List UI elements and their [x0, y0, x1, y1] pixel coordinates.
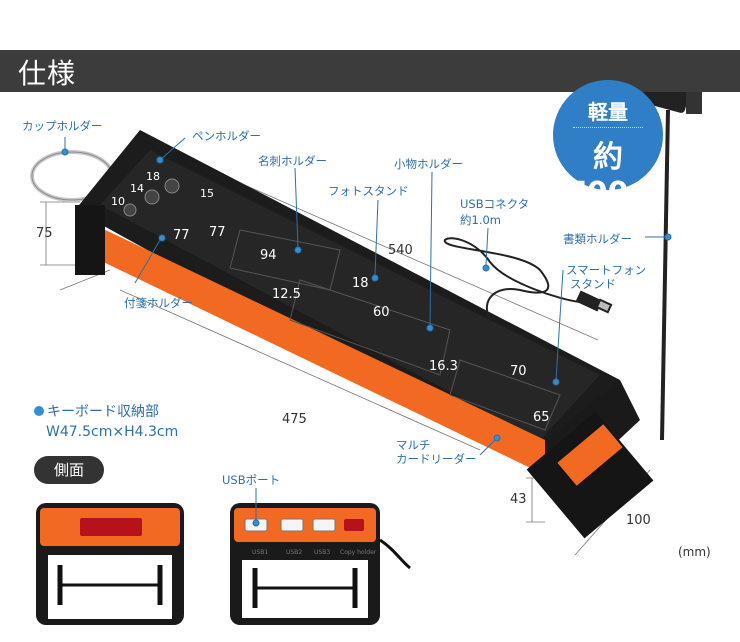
- dim-14: 14: [130, 182, 144, 195]
- dim-540: 540: [388, 243, 413, 258]
- dim-100: 100: [626, 513, 651, 528]
- weight-badge-value: 約700g: [565, 140, 651, 211]
- page-title: 仕様: [18, 57, 77, 90]
- dim-18: 18: [146, 170, 160, 183]
- weight-badge-label: 軽量: [588, 100, 628, 124]
- note-bullet-icon: [34, 406, 44, 416]
- keyboard-storage-size: W47.5cm×H4.3cm: [46, 424, 179, 440]
- label-smartphone-stand-1: スマートフォン: [566, 263, 647, 277]
- dim-70: 70: [510, 364, 527, 379]
- keyboard-storage-note: キーボード収納部 W47.5cm×H4.3cm: [34, 402, 178, 442]
- label-sticky-holder: 付箋ホルダー: [124, 296, 193, 310]
- label-card-holder: 名刺ホルダー: [258, 154, 327, 168]
- label-usb-connector-1: USBコネクタ: [460, 197, 530, 211]
- dim-94: 94: [260, 248, 277, 263]
- dim-18b: 18: [352, 276, 369, 291]
- side-view-card-reader: [36, 503, 184, 625]
- label-document-holder: 書類ホルダー: [563, 232, 632, 246]
- badge-divider: [573, 127, 643, 128]
- dim-60: 60: [373, 305, 390, 320]
- label-multi-card-reader-1: マルチ: [396, 438, 431, 452]
- dim-10: 10: [111, 195, 125, 208]
- dim-75: 75: [36, 226, 53, 241]
- desk-organizer-body: [75, 130, 654, 539]
- label-multi-card-reader-2: カードリーダー: [396, 452, 477, 466]
- port-label-usb1: USB1: [252, 549, 269, 556]
- weight-badge: 軽量 約700g: [553, 80, 663, 211]
- usb-cable: [443, 237, 613, 321]
- dim-475: 475: [282, 412, 307, 427]
- dim-77a: 77: [173, 228, 190, 243]
- dim-65: 65: [533, 410, 550, 425]
- side-view-label: 側面: [34, 456, 104, 484]
- unit-label: (mm): [678, 545, 711, 559]
- label-smartphone-stand-2: スタンド: [570, 277, 616, 291]
- label-cup-holder: カップホルダー: [22, 119, 103, 133]
- label-usb-connector-2: 約1.0m: [460, 213, 501, 227]
- port-label-usb2: USB2: [286, 549, 303, 556]
- dim-77b: 77: [209, 225, 226, 240]
- dim-12-5: 12.5: [272, 287, 301, 302]
- dim-16-3: 16.3: [429, 359, 458, 374]
- label-photo-stand: フォトスタンド: [328, 184, 409, 198]
- keyboard-storage-title: キーボード収納部: [47, 404, 159, 420]
- side-view-usb-ports: [230, 503, 411, 625]
- label-usb-port: USBポート: [222, 473, 281, 487]
- label-pen-holder: ペンホルダー: [192, 129, 261, 143]
- dim-43: 43: [510, 492, 527, 507]
- label-small-holder: 小物ホルダー: [394, 157, 463, 171]
- port-label-copy-holder: Copy holder: [340, 549, 377, 556]
- port-label-usb3: USB3: [314, 549, 331, 556]
- dim-15: 15: [200, 187, 214, 200]
